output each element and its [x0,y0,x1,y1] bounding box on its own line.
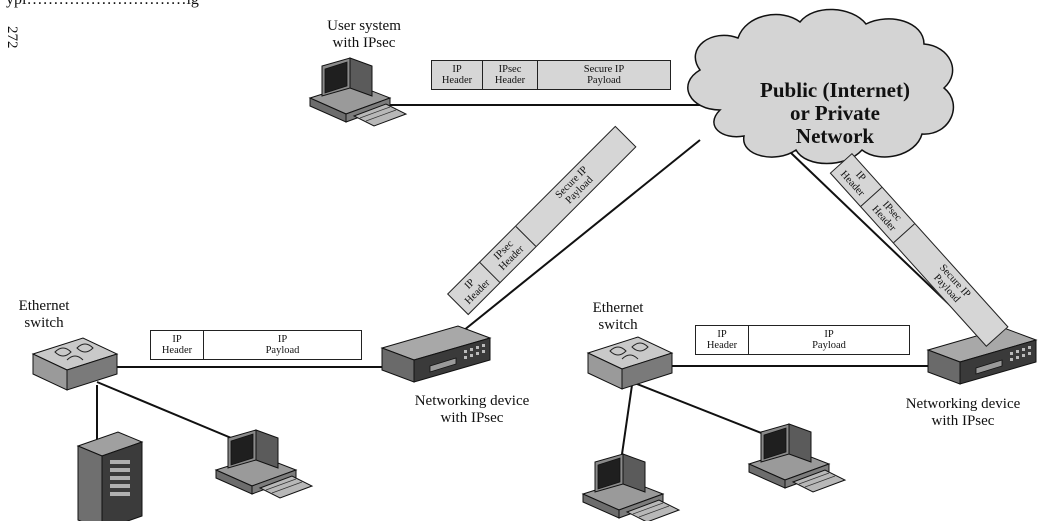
cell-line: IP [452,64,462,75]
ethernet-switch-icon-left [32,337,118,391]
plain-packet-left: IP Header IP Payload [150,330,362,360]
ip-header-cell: IP Header [432,61,482,89]
ip-header-cell: IP Header [696,326,748,354]
cell-line: Header [706,340,738,351]
cell-line: Header [494,75,526,86]
secure-payload-cell: Secure IP Payload [537,61,670,89]
label-line: with IPsec [931,413,995,429]
secure-packet-top: IP Header IPsec Header Secure IP Payload [431,60,671,90]
user-system-label: User system with IPsec [304,18,424,52]
label-line: switch [598,317,638,333]
link-left-switch-to-pc [96,381,249,446]
computer-icon-left [215,429,313,499]
link-cloud-to-left-device [457,139,701,336]
cell-line: Payload [587,75,621,86]
networking-device-label-left: Networking device with IPsec [382,393,562,427]
label-line: Networking device [905,396,1021,412]
cloud-label-line: Network [795,124,875,148]
label-line: Ethernet [592,300,644,316]
user-system-computer-icon [309,57,407,127]
networking-device-icon-left [381,325,491,383]
cell-line: Header [441,75,473,86]
ip-payload-cell: IP Payload [203,331,361,359]
label-line: with IPsec [332,35,396,51]
label-line: with IPsec [440,410,504,426]
cloud-label-line: Public (Internet) [760,78,910,102]
cell-line: IP [717,329,727,340]
cell-line: IPsec [498,64,522,75]
ipsec-header-cell: IPsec Header [482,61,537,89]
page-number: 272 [4,26,20,49]
cloud-icon [687,8,955,165]
ethernet-switch-icon-right [587,336,673,390]
label-line: Networking device [414,393,530,409]
cell-line: IP [824,329,834,340]
network-links [96,104,979,469]
cloud-label: Public (Internet) or Private Network [730,79,940,148]
caption-fragment: ypi…………………………ig [6,0,199,9]
networking-device-label-right: Networking device with IPsec [880,396,1046,430]
cell-line: Payload [812,340,846,351]
label-line: switch [24,315,64,331]
plain-packet-right: IP Header IP Payload [695,325,910,355]
cell-line: IP [172,334,182,345]
ip-payload-cell: IP Payload [748,326,909,354]
cloud-label-line: or Private [790,101,880,125]
computer-icon-right [748,423,846,493]
ip-header-cell: IP Header [151,331,203,359]
label-line: User system [327,18,401,34]
cell-line: Header [161,345,193,356]
cell-line: Secure IP [583,64,625,75]
label-line: Ethernet [18,298,70,314]
ethernet-switch-label-right: Ethernet switch [578,300,658,334]
server-icon [77,431,143,521]
ethernet-switch-label-left: Ethernet switch [4,298,84,332]
computer-icon-right-bottom [582,453,680,521]
cell-line: Payload [265,345,300,356]
cell-line: IP [277,334,288,345]
link-right-switch-to-pc-right [631,381,785,443]
